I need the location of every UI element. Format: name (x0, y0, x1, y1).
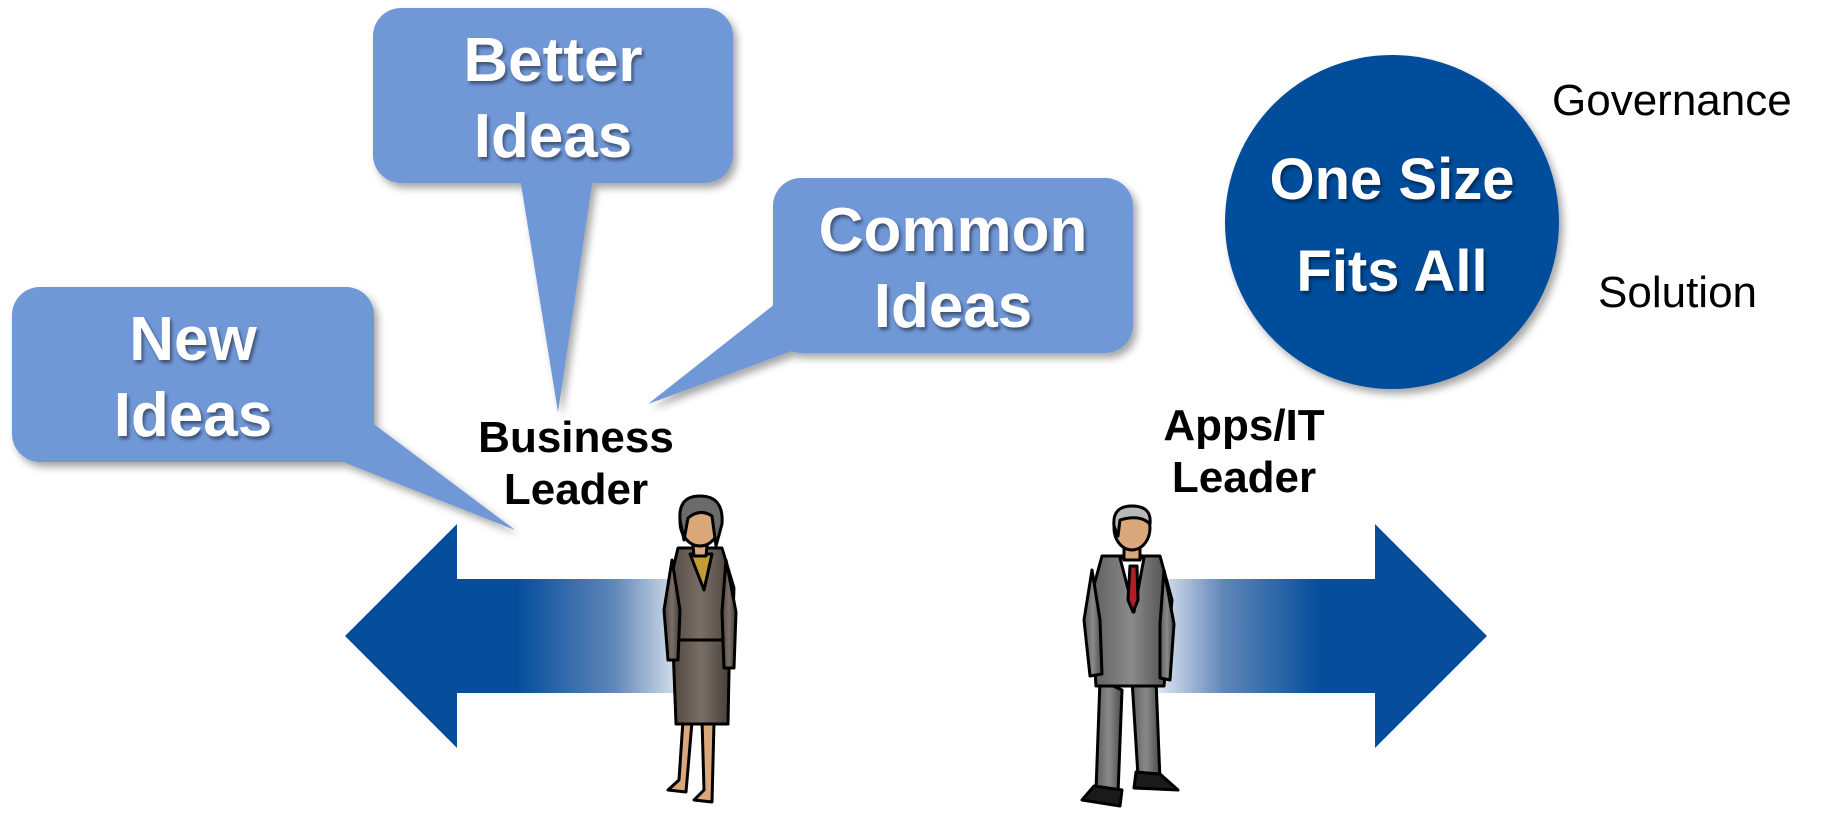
business-leader-line2: Leader (503, 465, 649, 514)
bubble-new-ideas-line1: New (129, 305, 257, 374)
it-leader-line1: Apps/IT (1163, 401, 1325, 450)
one-size-circle (1225, 55, 1559, 389)
circle-line1: One Size (1269, 147, 1515, 212)
bubble-better-ideas (373, 8, 733, 412)
business-leader-label: Business Leader (446, 412, 706, 516)
bubble-better-ideas-line2: Ideas (473, 102, 633, 171)
right-arrow (1150, 524, 1487, 748)
bubble-new-ideas (12, 287, 515, 530)
business-leader-line1: Business (478, 413, 674, 462)
bubble-better-ideas-text: Better Ideas (373, 23, 733, 175)
business-leader-figure (662, 494, 738, 804)
it-leader-figure (1080, 504, 1180, 808)
bubble-common-ideas (648, 178, 1133, 404)
solution-label: Solution (1598, 268, 1758, 317)
left-arrow (345, 524, 690, 748)
circle-line2: Fits All (1296, 239, 1488, 304)
governance-label: Governance (1552, 76, 1792, 125)
bubble-better-ideas-line1: Better (463, 26, 643, 95)
bubble-new-ideas-text: New Ideas (12, 302, 374, 454)
one-size-circle-text: One Size Fits All (1225, 134, 1559, 318)
it-leader-line2: Leader (1171, 453, 1317, 502)
bubble-common-ideas-line2: Ideas (873, 272, 1033, 341)
bubble-new-ideas-line2: Ideas (113, 381, 273, 450)
bubble-common-ideas-line1: Common (818, 196, 1088, 265)
it-leader-label: Apps/IT Leader (1114, 400, 1374, 504)
bubble-common-ideas-text: Common Ideas (773, 193, 1133, 345)
